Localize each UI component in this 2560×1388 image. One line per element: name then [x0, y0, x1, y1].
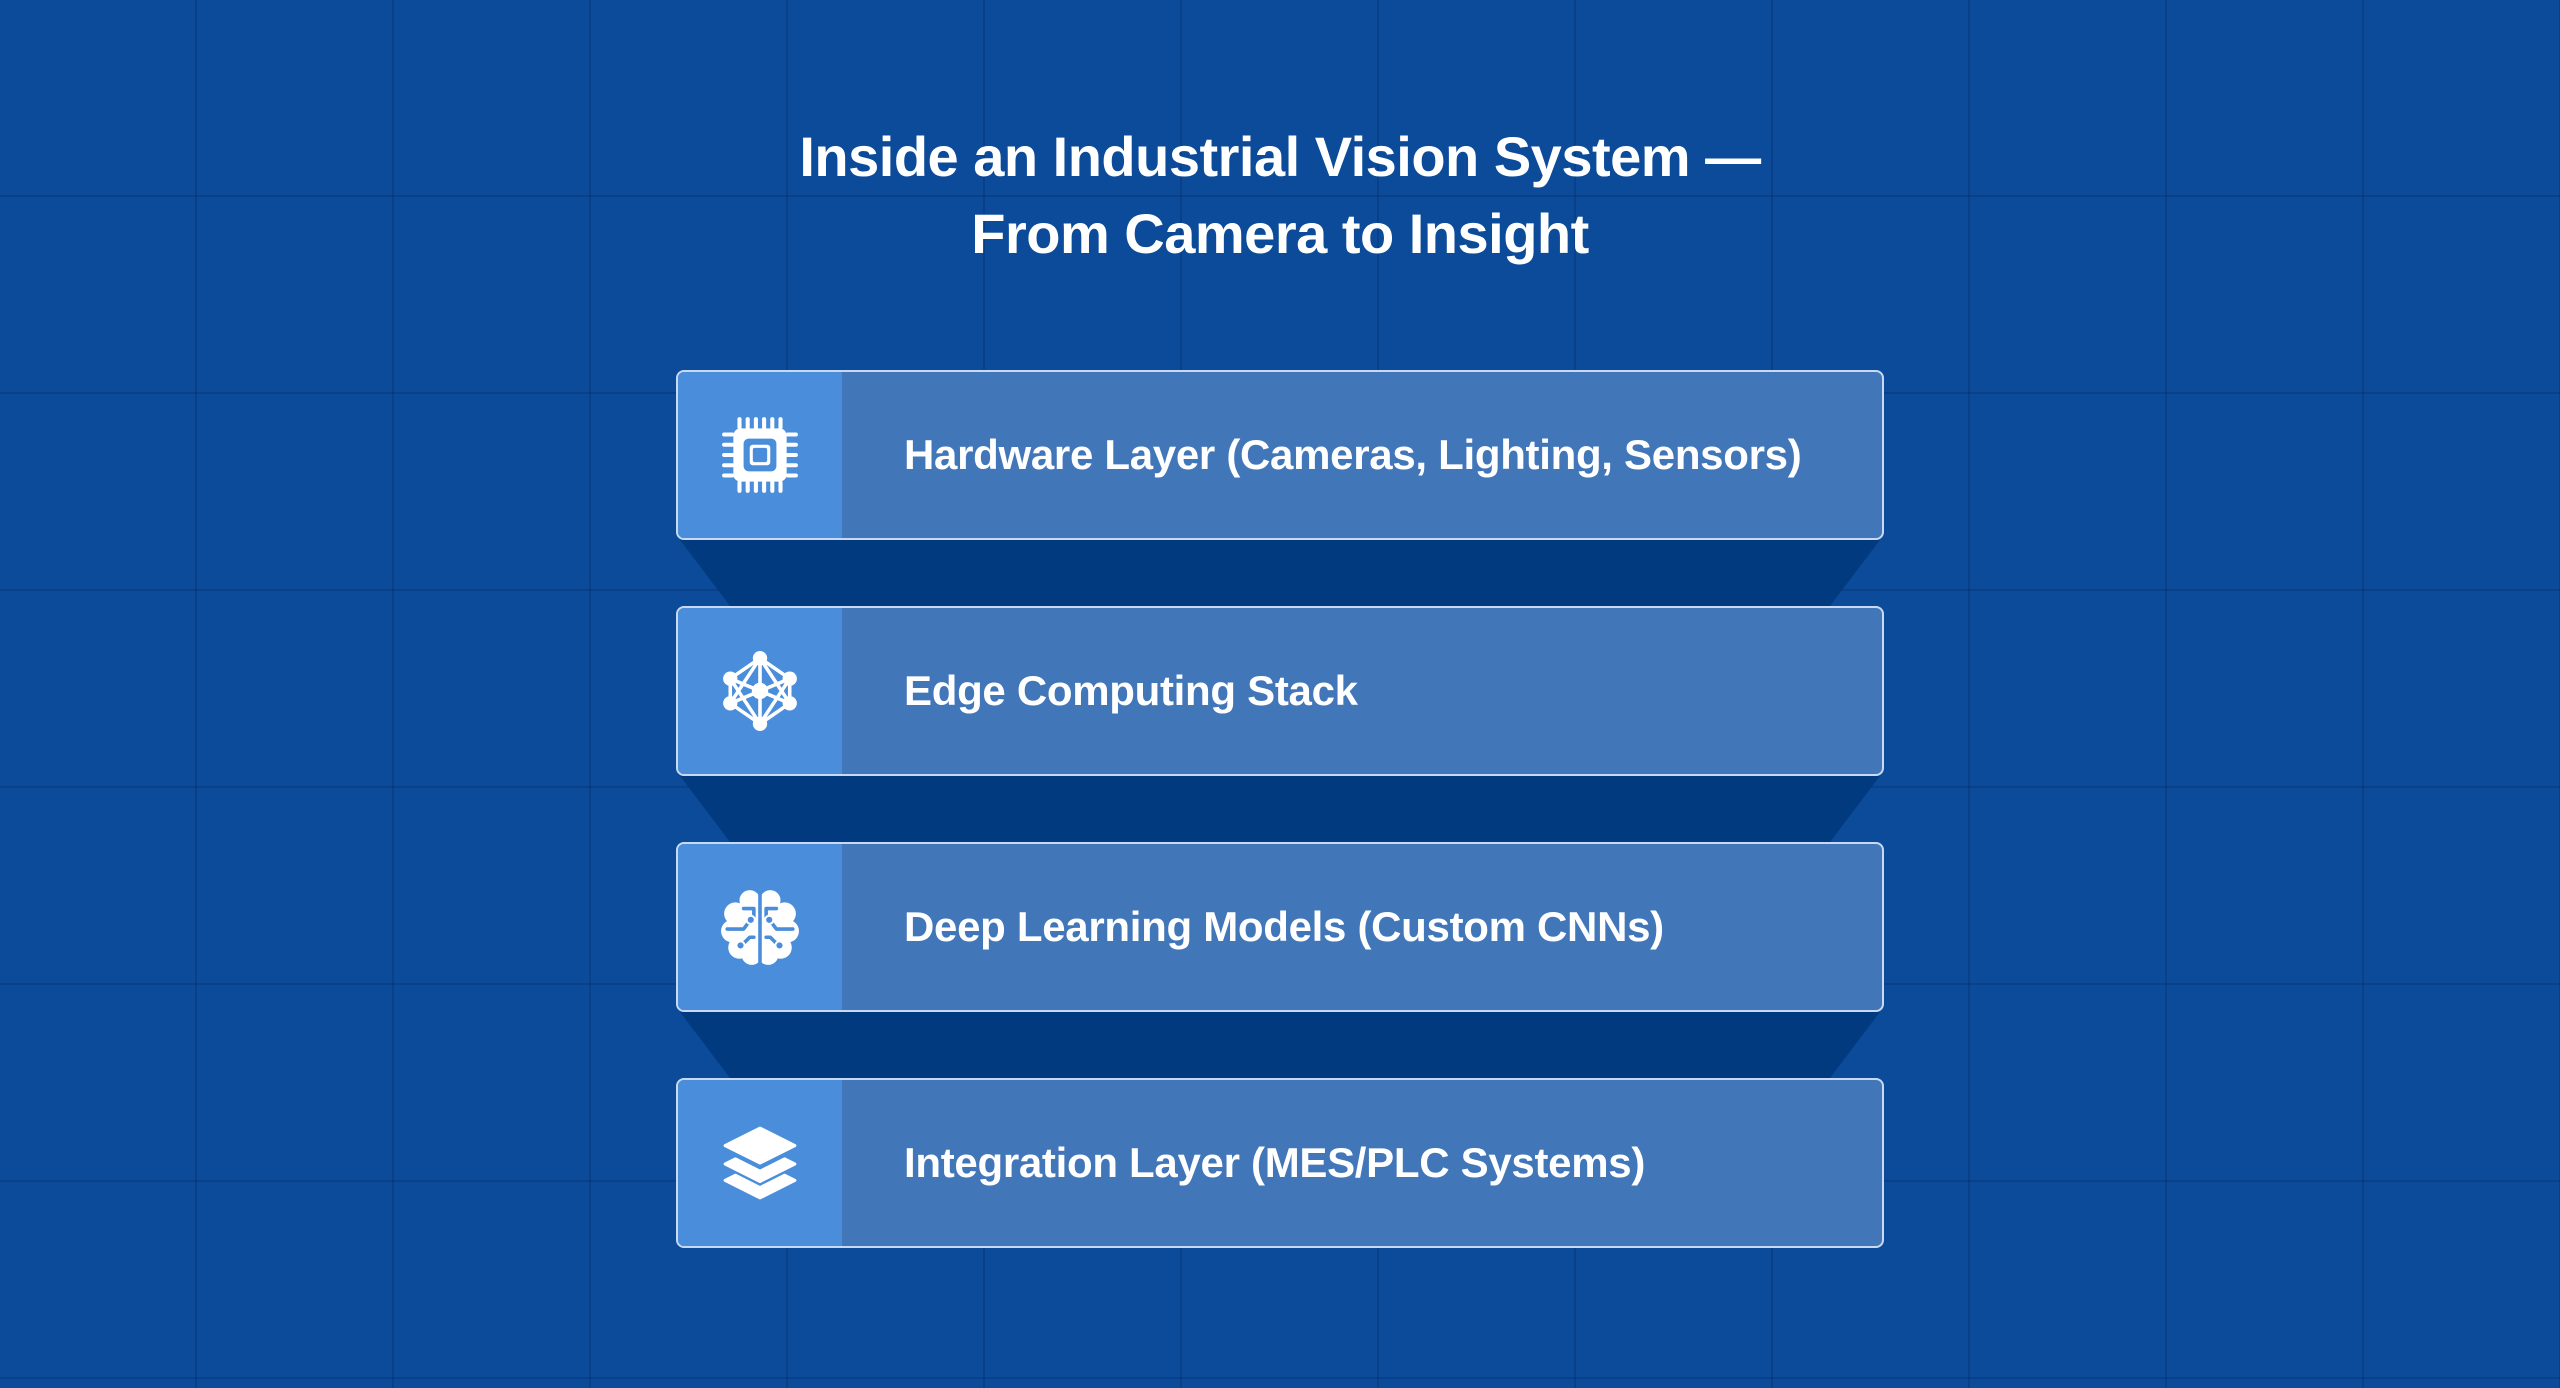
layer-card-hardware[interactable]: Hardware Layer (Cameras, Lighting, Senso… [676, 370, 1884, 540]
layers-stack-icon [723, 1126, 797, 1200]
page-title-line-2: From Camera to Insight [971, 202, 1589, 265]
network-nodes-icon [723, 651, 797, 731]
connector-2-3 [680, 776, 1880, 842]
page-title: Inside an Industrial Vision System — Fro… [0, 118, 2560, 272]
layer-icon-panel [678, 608, 842, 774]
layer-card-deep-learning[interactable]: Deep Learning Models (Custom CNNs) [676, 842, 1884, 1012]
layer-label-deep-learning: Deep Learning Models (Custom CNNs) [904, 903, 1664, 950]
layer-label-hardware: Hardware Layer (Cameras, Lighting, Senso… [904, 431, 1802, 478]
layer-card-edge-computing[interactable]: Edge Computing Stack [676, 606, 1884, 776]
layer-label-integration: Integration Layer (MES/PLC Systems) [904, 1139, 1646, 1186]
layer-icon-panel [678, 844, 842, 1010]
brain-circuit-icon [721, 888, 799, 966]
layer-card-integration[interactable]: Integration Layer (MES/PLC Systems) [676, 1078, 1884, 1248]
connector-1-2 [680, 540, 1880, 606]
layer-label-edge-computing: Edge Computing Stack [904, 667, 1358, 714]
connector-3-4 [680, 1012, 1880, 1078]
page-title-line-1: Inside an Industrial Vision System — [799, 125, 1761, 188]
layer-icon-panel [678, 372, 842, 538]
chip-icon [722, 417, 798, 493]
layer-icon-panel [678, 1080, 842, 1246]
